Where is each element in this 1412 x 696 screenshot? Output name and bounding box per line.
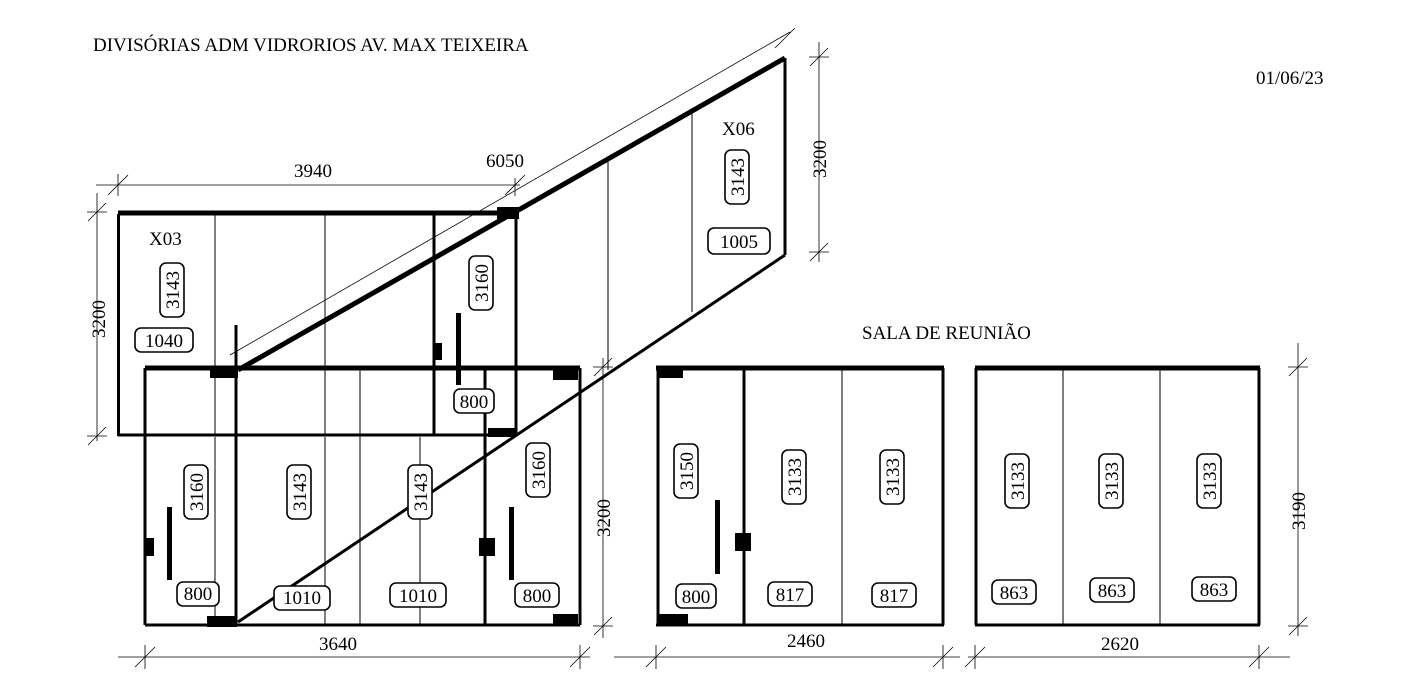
dimension-3640: 3640	[118, 634, 591, 669]
svg-text:863: 863	[1098, 581, 1127, 602]
svg-text:1040: 1040	[145, 331, 183, 352]
svg-text:3160: 3160	[187, 473, 208, 511]
svg-text:2620: 2620	[1101, 634, 1139, 655]
width-label-front-mid2: 1010	[389, 582, 447, 608]
height-label-room-p2: 3133	[781, 449, 807, 505]
width-label-x06: 1005	[707, 227, 771, 255]
svg-text:3143: 3143	[411, 473, 432, 511]
height-label-room-p3: 3133	[879, 449, 905, 505]
svg-text:3160: 3160	[472, 264, 493, 302]
meeting-room-left-unit	[656, 365, 945, 627]
height-label-front-right-door: 3160	[525, 442, 551, 498]
height-label-upper-door: 3160	[468, 255, 494, 311]
svg-text:817: 817	[776, 585, 805, 606]
svg-text:3150: 3150	[677, 452, 698, 490]
svg-text:3200: 3200	[594, 499, 615, 537]
height-label-room-r2: 3133	[1098, 453, 1124, 509]
svg-text:3133: 3133	[1102, 462, 1123, 500]
meeting-room-label: SALA DE REUNIÃO	[862, 322, 1031, 344]
width-label-room-p3: 817	[871, 582, 917, 608]
svg-text:3143: 3143	[728, 158, 749, 196]
panel-code-x03: X03	[149, 229, 182, 250]
svg-text:800: 800	[682, 587, 711, 608]
svg-text:863: 863	[1000, 583, 1029, 604]
svg-text:1005: 1005	[720, 232, 758, 253]
svg-text:3200: 3200	[810, 140, 831, 178]
dimension-6050: 6050	[486, 151, 524, 196]
width-label-upper-door: 800	[453, 388, 495, 414]
svg-text:3133: 3133	[883, 458, 904, 496]
svg-text:2460: 2460	[787, 631, 825, 652]
dimension-3190: 3190	[1288, 343, 1310, 636]
svg-text:3133: 3133	[1200, 462, 1221, 500]
width-label-room-door: 800	[675, 583, 717, 609]
panel-code-x06: X06	[722, 119, 755, 140]
svg-text:3160: 3160	[529, 451, 550, 489]
upper-partition	[117, 55, 787, 625]
svg-text:863: 863	[1200, 580, 1229, 601]
svg-text:1010: 1010	[283, 588, 321, 609]
svg-text:3190: 3190	[1289, 492, 1310, 530]
dimension-2620: 2620	[964, 634, 1290, 669]
svg-text:817: 817	[880, 586, 909, 607]
svg-text:800: 800	[460, 392, 489, 413]
width-label-room-r3: 863	[1191, 576, 1237, 602]
dimension-3200-right: 3200	[809, 42, 831, 262]
height-label-front-mid2: 3143	[407, 464, 433, 520]
height-label-x06: 3143	[724, 149, 750, 205]
height-label-room-r3: 3133	[1196, 453, 1222, 509]
svg-text:3200: 3200	[89, 300, 110, 338]
width-label-room-r1: 863	[991, 579, 1037, 605]
width-label-front-left-door: 800	[176, 581, 220, 607]
width-label-room-r2: 863	[1089, 577, 1135, 603]
width-label-room-p2: 817	[767, 581, 813, 607]
svg-text:3940: 3940	[294, 161, 332, 182]
height-label-x03: 3143	[159, 262, 185, 318]
height-label-room-door: 3150	[673, 443, 699, 499]
width-label-x03: 1040	[134, 327, 194, 353]
svg-text:6050: 6050	[486, 151, 524, 172]
svg-text:3133: 3133	[785, 458, 806, 496]
height-label-front-left-door: 3160	[183, 464, 209, 520]
svg-text:3133: 3133	[1008, 462, 1029, 500]
svg-text:800: 800	[184, 584, 213, 605]
svg-text:3640: 3640	[319, 634, 357, 655]
drawing-title: DIVISÓRIAS ADM VIDRORIOS AV. MAX TEIXEIR…	[93, 34, 529, 56]
height-label-room-r1: 3133	[1004, 453, 1030, 509]
dimension-3200-left: 3200	[87, 193, 110, 446]
width-label-front-right-door: 800	[514, 582, 560, 608]
dimension-3940: 3940	[96, 161, 526, 196]
svg-text:3143: 3143	[290, 473, 311, 511]
svg-text:800: 800	[523, 586, 552, 607]
svg-text:1010: 1010	[399, 586, 437, 607]
diagonal-dimension-line	[229, 31, 791, 356]
dimension-3200-mid: 3200	[593, 357, 615, 638]
front-partition	[143, 365, 582, 627]
meeting-room-right-unit	[974, 365, 1261, 627]
height-label-front-mid: 3143	[286, 464, 312, 520]
width-label-front-mid: 1010	[273, 585, 331, 611]
drawing-date: 01/06/23	[1256, 68, 1324, 89]
svg-text:3143: 3143	[163, 271, 184, 309]
dimension-2460: 2460	[614, 631, 960, 669]
